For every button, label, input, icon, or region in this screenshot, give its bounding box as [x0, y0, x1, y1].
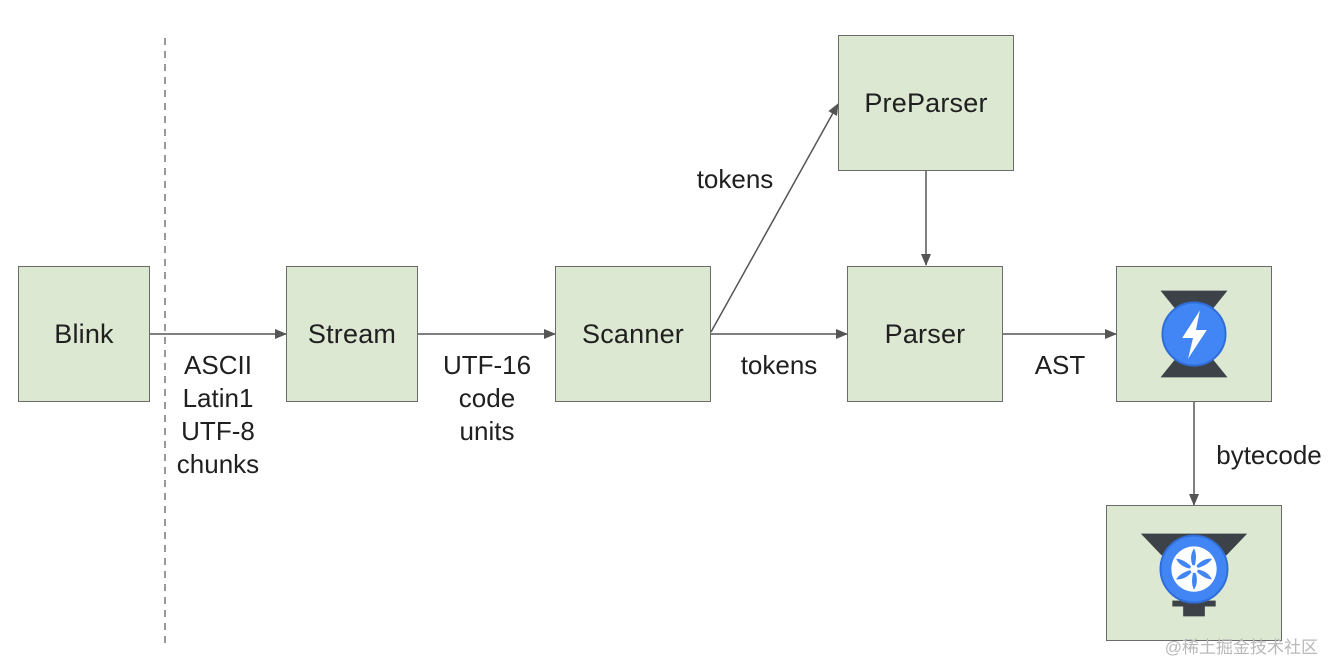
- edge-label-text: tokens: [740, 350, 818, 380]
- edge-label-line: UTF-8: [181, 416, 255, 446]
- edge-label-line: ASCII: [184, 350, 252, 380]
- edge-label-line: Latin1: [182, 383, 254, 413]
- arrow-scanner-to-preparser: [710, 103, 839, 333]
- edge-label-ignition-to-turbofan: bytecode: [1204, 439, 1334, 472]
- scanner-box: Scanner: [555, 266, 711, 402]
- stream-label: Stream: [307, 318, 397, 349]
- edge-label-parser-to-ignition: AST: [1020, 349, 1100, 382]
- preparser-box: PreParser: [838, 35, 1014, 171]
- edge-label-scanner-to-preparser: tokens: [685, 163, 785, 196]
- edge-label-blink-to-stream: ASCII Latin1 UTF-8 chunks: [164, 349, 272, 481]
- blink-label: Blink: [54, 318, 114, 349]
- edge-label-line: UTF-16: [442, 350, 532, 380]
- scanner-label: Scanner: [582, 318, 684, 349]
- edge-label-text: AST: [1034, 350, 1086, 380]
- edge-label-text: bytecode: [1216, 440, 1322, 470]
- preparser-label: PreParser: [864, 87, 988, 118]
- parser-box: Parser: [847, 266, 1003, 402]
- turbofan-compiler-icon: [1140, 533, 1248, 617]
- blink-box: Blink: [18, 266, 150, 402]
- edge-label-stream-to-scanner: UTF-16 code units: [432, 349, 542, 448]
- parser-label: Parser: [884, 318, 966, 349]
- edge-label-line: units: [459, 416, 515, 446]
- edge-label-line: code: [458, 383, 516, 413]
- edge-label-text: tokens: [696, 164, 774, 194]
- turbofan-box: [1106, 505, 1282, 641]
- watermark-text: @稀土掘金技术社区: [1164, 638, 1318, 657]
- ignition-box: [1116, 266, 1272, 402]
- stream-box: Stream: [286, 266, 418, 402]
- ignition-interpreter-icon: [1160, 290, 1228, 378]
- edge-label-scanner-to-parser: tokens: [729, 349, 829, 382]
- edge-label-line: chunks: [176, 449, 260, 479]
